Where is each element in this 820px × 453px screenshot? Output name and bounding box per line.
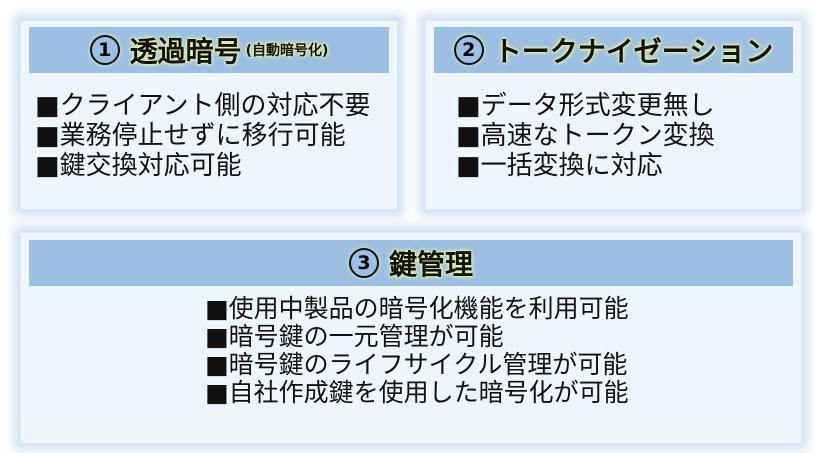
list-item: 使用中製品の暗号化機能を利用可能 bbox=[205, 295, 629, 323]
card-tokenization: 2 トークナイゼーション データ形式変更無し 高速なトークン変換 一括変換に対応 bbox=[425, 20, 802, 210]
list-item: 一括変換に対応 bbox=[456, 151, 715, 181]
card-header: 2 トークナイゼーション bbox=[434, 27, 793, 73]
feature-list: データ形式変更無し 高速なトークン変換 一括変換に対応 bbox=[456, 91, 715, 181]
card-subtitle: (自動暗号化) bbox=[245, 43, 329, 59]
circled-number: 2 bbox=[453, 35, 484, 65]
card-header: 3 鍵管理 bbox=[29, 240, 793, 286]
card-transparent-encryption: 1 透過暗号 (自動暗号化) クライアント側の対応不要 業務停止せずに移行可能 … bbox=[20, 20, 398, 210]
list-item: 自社作成鍵を使用した暗号化が可能 bbox=[205, 379, 629, 407]
card-title: 鍵管理 bbox=[388, 248, 473, 281]
circled-number: 1 bbox=[89, 35, 120, 65]
list-item: データ形式変更無し bbox=[456, 91, 715, 121]
list-item: 業務停止せずに移行可能 bbox=[35, 121, 371, 151]
list-item: 鍵交換対応可能 bbox=[35, 151, 371, 181]
card-title: トークナイゼーション bbox=[493, 35, 774, 68]
list-item: 暗号鍵の一元管理が可能 bbox=[205, 323, 629, 351]
card-header: 1 透過暗号 (自動暗号化) bbox=[29, 27, 389, 73]
list-item: クライアント側の対応不要 bbox=[35, 91, 371, 121]
feature-list: 使用中製品の暗号化機能を利用可能 暗号鍵の一元管理が可能 暗号鍵のライフサイクル… bbox=[205, 295, 629, 407]
list-item: 暗号鍵のライフサイクル管理が可能 bbox=[205, 351, 629, 379]
list-item: 高速なトークン変換 bbox=[456, 121, 715, 151]
circled-number: 3 bbox=[348, 248, 379, 278]
card-key-management: 3 鍵管理 使用中製品の暗号化機能を利用可能 暗号鍵の一元管理が可能 暗号鍵のラ… bbox=[20, 232, 802, 444]
feature-list: クライアント側の対応不要 業務停止せずに移行可能 鍵交換対応可能 bbox=[35, 91, 371, 181]
card-title: 透過暗号 bbox=[129, 35, 242, 68]
